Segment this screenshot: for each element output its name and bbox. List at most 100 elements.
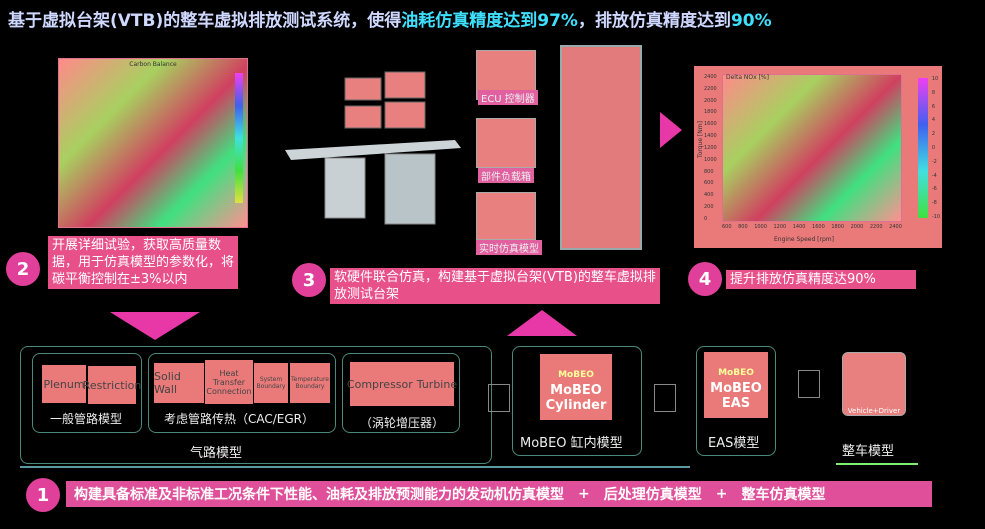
load-box-label: 部件负载箱 — [478, 168, 534, 183]
pipe-heat-group — [148, 353, 336, 433]
mobeo-cylinder-group — [512, 346, 642, 456]
colorbar-tick-9: -8 — [931, 200, 937, 207]
mobeo-cylinder-label: MoBEO 缸内模型 — [520, 436, 623, 451]
turbo-group — [342, 353, 460, 433]
colorbar-tick-2: 6 — [931, 103, 936, 110]
delta-nox-colorbar — [918, 78, 928, 218]
x-tick-2: 1000 — [754, 224, 767, 230]
solid-wall-icon: Solid Wall — [154, 363, 204, 403]
delta-nox-xlabel: Engine Speed [rpm] — [774, 236, 834, 243]
vehicle-underline — [836, 463, 918, 465]
y-tick-5: 1400 — [704, 133, 717, 140]
mobeo-eas-text: MoBEO EAS — [710, 381, 762, 411]
step-4-description: 提升排放仿真精度达90% — [726, 270, 916, 289]
carbon-balance-title: Carbon Balance — [129, 61, 177, 68]
colorbar-tick-7: -4 — [931, 172, 937, 179]
arrow-down-icon — [110, 312, 200, 340]
x-tick-3: 1200 — [773, 224, 787, 230]
step-4-badge: 4 — [688, 262, 722, 296]
turbo-label: （涡轮增压器） — [360, 416, 445, 430]
air-path-label: 气路模型 — [190, 446, 243, 461]
restriction-icon: Restriction — [83, 366, 141, 404]
engine-model-underline — [20, 466, 690, 468]
plus-connector-2 — [654, 384, 676, 412]
eas-group — [696, 346, 776, 456]
arrow-right-icon — [660, 112, 682, 148]
step-3-description: 软硬件联合仿真，构建基于虚拟台架(VTB)的整车虚拟排放测试台架 — [330, 268, 660, 304]
vehicle-model-label: 整车模型 — [842, 444, 895, 459]
step-2-badge: 2 — [6, 252, 40, 286]
x-tick-8: 2200 — [869, 224, 883, 230]
step-3-badge: 3 — [292, 263, 326, 297]
rt-model-label: 实时仿真模型 — [476, 240, 542, 255]
x-tick-9: 2400 — [889, 224, 902, 230]
title-highlight-fuel: 油耗仿真精度达到97% — [401, 11, 578, 31]
air-path-model-group — [20, 346, 492, 464]
title-part3: ，排放仿真精度达到 — [577, 11, 731, 31]
vehicle-driver-icon: Vehicle+Driver — [842, 352, 906, 416]
system-boundary-icon: System Boundary — [254, 363, 288, 403]
y-tick-6: 1200 — [704, 144, 717, 151]
pipe-heat-label: 考虑管路传热（CAC/EGR） — [164, 412, 315, 426]
step-1-badge: 1 — [26, 478, 60, 512]
title-highlight-emission: 90% — [730, 11, 772, 31]
title-part1: 基于虚拟台架(VTB)的整车虚拟排放测试系统，使得 — [8, 11, 402, 31]
page-title: 基于虚拟台架(VTB)的整车虚拟排放测试系统，使得油耗仿真精度达到97%，排放仿… — [8, 6, 772, 31]
delta-nox-x-ticks: 600 800 1000 1200 1400 1600 1800 2000 2200 2400 — [722, 224, 902, 230]
y-tick-1: 2200 — [704, 85, 717, 92]
simulation-cabinet — [560, 45, 642, 250]
plenum-icon: Plenum — [42, 365, 86, 403]
x-tick-1: 800 — [738, 224, 748, 230]
y-tick-9: 600 — [704, 180, 714, 187]
colorbar-tick-8: -6 — [931, 186, 937, 193]
x-tick-0: 600 — [722, 224, 732, 230]
x-tick-5: 1600 — [812, 224, 825, 230]
y-tick-10: 400 — [704, 192, 714, 199]
colorbar-tick-0: 10 — [931, 76, 939, 82]
general-pipe-label: 一般管路模型 — [50, 412, 123, 426]
delta-nox-ylabel: Torque [Nm] — [696, 121, 704, 158]
plus-connector-1 — [488, 384, 510, 412]
y-tick-3: 1800 — [704, 109, 717, 116]
x-tick-4: 1400 — [792, 224, 806, 230]
compressor-label: Compressor — [346, 377, 413, 391]
y-tick-0: 2400 — [704, 74, 717, 80]
plus-connector-3 — [798, 370, 820, 398]
plus-sign-2: + — [715, 486, 728, 502]
carbon-balance-colorbar — [235, 73, 243, 203]
step-1-description-bar: 构建具备标准及非标准工况条件下性能、油耗及排放预测能力的发动机仿真模型 + 后处… — [66, 481, 932, 507]
workstation-illustration — [285, 71, 461, 225]
turbine-label: Turbine — [416, 377, 458, 391]
vtb-workstation — [285, 68, 465, 233]
heat-transfer-icon: Heat Transfer Connection — [205, 360, 253, 404]
y-tick-4: 1600 — [704, 121, 717, 128]
step-1-description: 构建具备标准及非标准工况条件下性能、油耗及排放预测能力的发动机仿真模型 — [74, 487, 564, 503]
x-tick-7: 2000 — [850, 224, 864, 230]
mobeo-cylinder-icon: MoBEO MoBEO Cylinder — [540, 354, 612, 420]
vehicle-model-text: 整车仿真模型 — [741, 487, 826, 503]
y-tick-11: 200 — [704, 204, 714, 211]
load-box-image — [476, 118, 536, 168]
x-tick-6: 1800 — [831, 224, 845, 230]
y-tick-12: 0 — [704, 215, 708, 222]
carbon-balance-chart: Carbon Balance — [58, 58, 248, 228]
colorbar-tick-5: 0 — [931, 144, 936, 151]
mobeo-cylinder-text: MoBEO Cylinder — [545, 383, 607, 413]
step-2-description: 开展详细试验，获取高质量数据，用于仿真模型的参数化，将碳平衡控制在±3%以内 — [48, 236, 238, 289]
colorbar-tick-6: -2 — [931, 158, 937, 165]
plus-sign-1: + — [578, 486, 590, 502]
colorbar-tick-3: 4 — [931, 117, 936, 124]
eas-label: EAS模型 — [708, 436, 760, 451]
delta-nox-plot-area — [722, 74, 902, 222]
delta-nox-title: Delta NOx [%] — [726, 74, 769, 81]
y-tick-8: 800 — [704, 168, 714, 175]
y-tick-7: 1000 — [704, 156, 717, 163]
compressor-turbine-icon: Compressor Turbine — [346, 362, 458, 406]
ecu-label: ECU 控制器 — [478, 90, 538, 105]
colorbar-tick-4: 2 — [931, 131, 936, 138]
y-tick-2: 2000 — [704, 97, 717, 104]
temperature-boundary-icon: Temperature Boundary — [290, 363, 330, 403]
colorbar-tick-10: -10 — [931, 213, 940, 220]
